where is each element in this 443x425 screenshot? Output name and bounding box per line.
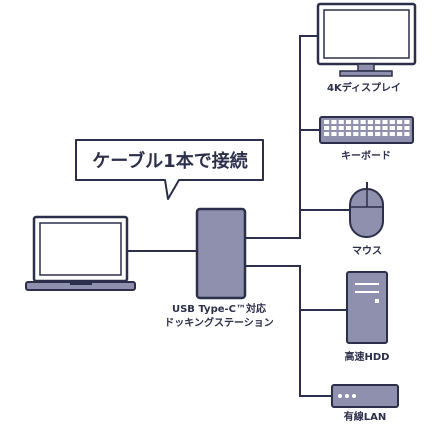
keyboard-key <box>404 120 410 124</box>
laptop-icon <box>25 215 136 291</box>
keyboard-key <box>375 132 381 136</box>
display-label: 4Kディスプレイ <box>327 81 401 94</box>
lan-branch <box>299 310 332 397</box>
hdd-branch <box>244 265 347 311</box>
hdd-tower-icon <box>346 271 388 344</box>
display-branch <box>244 35 318 239</box>
keyboard-key <box>345 126 352 130</box>
keyboard-key <box>389 126 395 130</box>
keyboard-key <box>382 132 388 136</box>
keyboard-key <box>397 126 403 130</box>
keyboard-key <box>331 126 337 130</box>
keyboard-key <box>338 126 344 130</box>
keyboard-label: キーボード <box>341 149 391 162</box>
keyboard-key <box>345 120 352 124</box>
hub-label-line2: ドッキングステーション <box>164 316 274 329</box>
keyboard-key <box>360 120 366 124</box>
lan-router-icon <box>331 384 399 408</box>
keyboard-key <box>360 132 366 136</box>
keyboard-key <box>338 120 344 124</box>
keyboard-key <box>338 132 344 136</box>
mouse-icon <box>349 182 384 238</box>
callout-bubble: ケーブル1本で接続 <box>75 139 264 200</box>
mouse-label: マウス <box>352 245 382 257</box>
keyboard-key <box>382 126 388 130</box>
keyboard-key <box>324 132 330 136</box>
keyboard-key <box>324 120 330 124</box>
keyboard-key <box>389 120 395 124</box>
keyboard-key <box>353 132 359 136</box>
keyboard-key <box>367 126 373 130</box>
keyboard-key <box>331 132 337 136</box>
connection-lines <box>128 35 350 397</box>
keyboard-key <box>353 126 359 130</box>
keyboard-key <box>367 120 373 124</box>
keyboard-key <box>389 132 395 136</box>
keyboard-key <box>367 132 373 136</box>
hub-label-line1: USB Type-C™対応 <box>172 302 266 315</box>
keyboard-key <box>353 120 359 124</box>
keyboard-key <box>324 126 330 130</box>
keyboard-icon <box>319 116 414 144</box>
keyboard-key <box>360 126 366 130</box>
keyboard-key <box>331 120 337 124</box>
docking-station-icon <box>195 207 247 300</box>
hdd-label: 高速HDD <box>345 350 390 363</box>
keyboard-key <box>397 132 403 136</box>
keyboard-key <box>397 120 403 124</box>
keyboard-key <box>375 126 381 130</box>
lan-label: 有線LAN <box>344 410 386 423</box>
keyboard-key <box>345 132 352 136</box>
keyboard-key <box>404 132 410 136</box>
keyboard-key <box>382 120 388 124</box>
monitor-icon <box>316 2 417 77</box>
callout-text: ケーブル1本で接続 <box>92 150 247 172</box>
keyboard-key <box>375 120 381 124</box>
keyboard-key <box>404 126 410 130</box>
